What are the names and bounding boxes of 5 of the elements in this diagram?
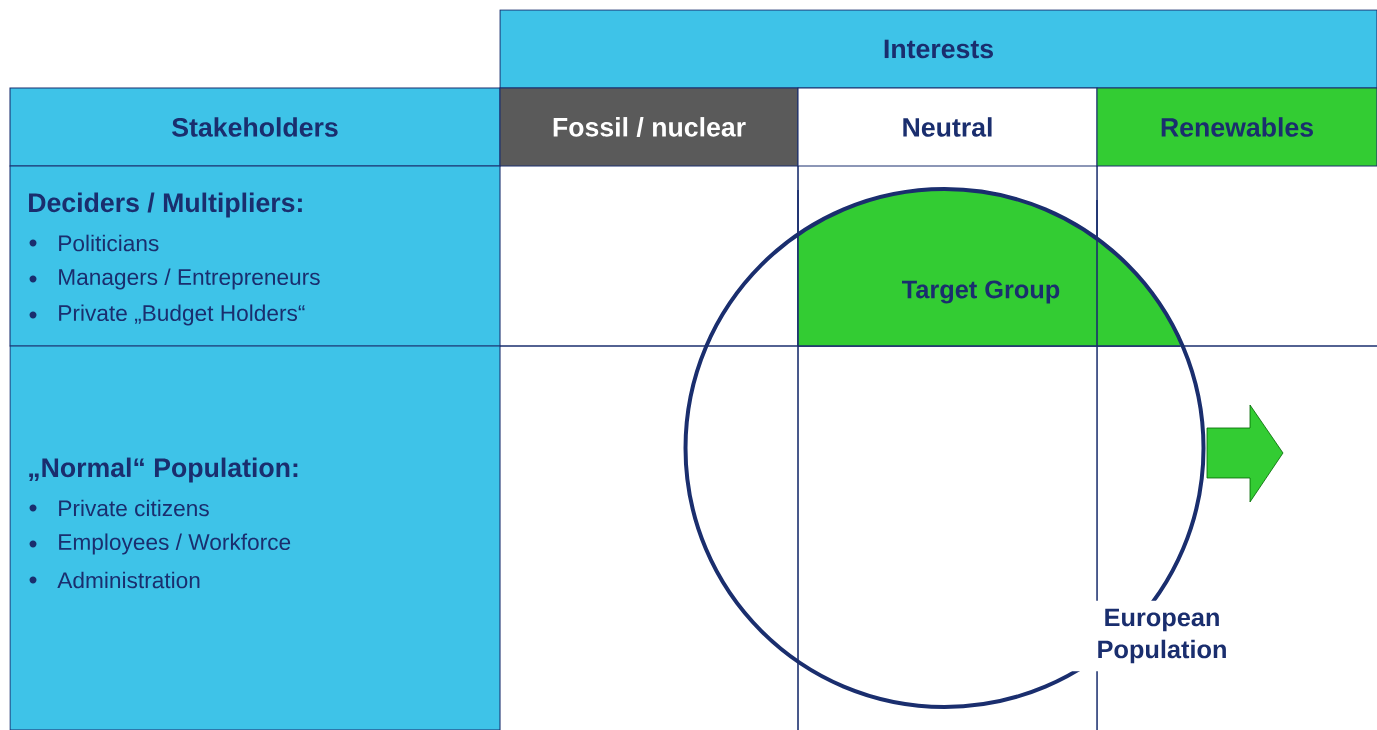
column-header: Stakeholders bbox=[9, 87, 501, 167]
column-header: Neutral bbox=[797, 87, 1098, 167]
column-header: Renewables bbox=[1096, 87, 1377, 167]
column-header: Interests bbox=[499, 9, 1377, 89]
column-header: Fossil / nuclear bbox=[499, 87, 799, 167]
